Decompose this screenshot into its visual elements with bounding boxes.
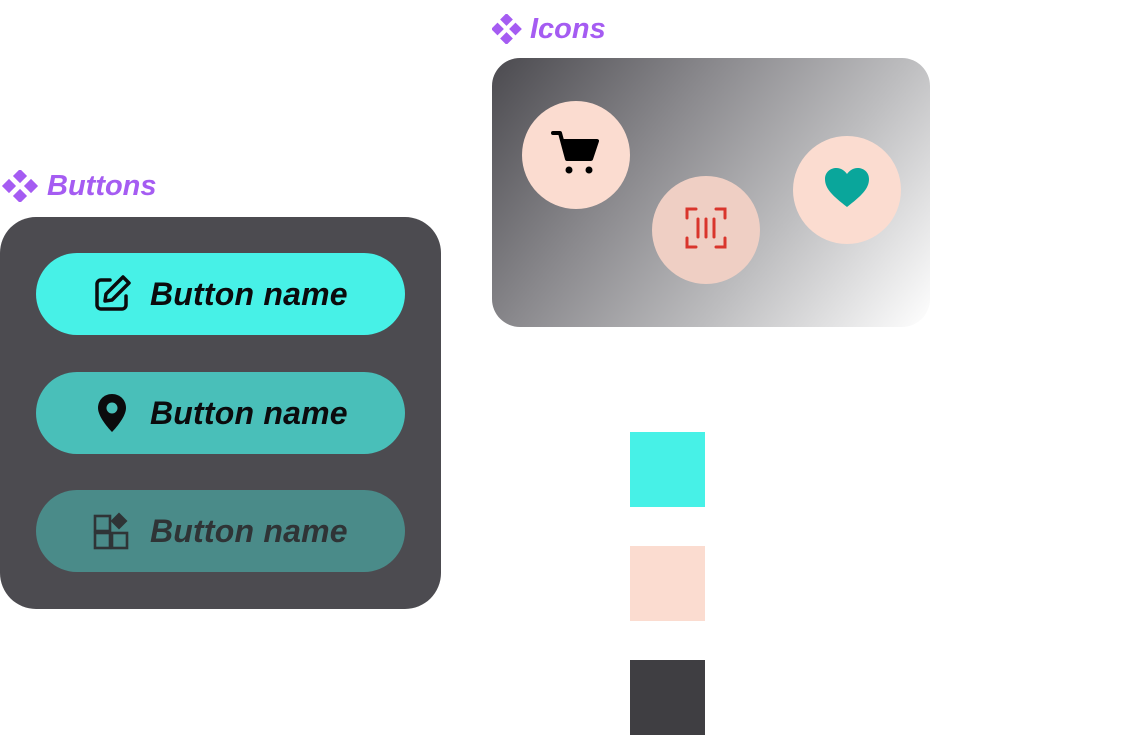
component-icon bbox=[492, 14, 522, 44]
heart-icon-button[interactable] bbox=[793, 136, 901, 244]
widgets-button-label: Button name bbox=[150, 512, 348, 549]
cart-icon bbox=[551, 129, 601, 182]
color-swatch-charcoal bbox=[630, 660, 705, 735]
edit-icon bbox=[92, 274, 132, 314]
buttons-section-label: Buttons bbox=[1, 170, 157, 202]
location-button-label: Button name bbox=[150, 394, 348, 431]
widgets-icon bbox=[92, 511, 132, 551]
color-swatch-cyan bbox=[630, 432, 705, 507]
location-button[interactable]: Button name bbox=[36, 372, 405, 454]
heart-icon bbox=[823, 166, 871, 215]
buttons-panel: Button name Button name Button name bbox=[0, 217, 441, 609]
barcode-scan-icon bbox=[684, 206, 728, 255]
widgets-button[interactable]: Button name bbox=[36, 490, 405, 572]
icons-section-title: Icons bbox=[530, 12, 606, 45]
color-swatch-peach bbox=[630, 546, 705, 621]
cart-icon-button[interactable] bbox=[522, 101, 630, 209]
component-icon bbox=[1, 170, 39, 202]
edit-button-label: Button name bbox=[150, 275, 348, 312]
edit-button[interactable]: Button name bbox=[36, 253, 405, 335]
icons-section-label: Icons bbox=[492, 14, 606, 44]
location-pin-icon bbox=[92, 393, 132, 433]
buttons-section-title: Buttons bbox=[47, 169, 157, 202]
barcode-scan-icon-button[interactable] bbox=[652, 176, 760, 284]
icons-panel bbox=[492, 58, 930, 327]
